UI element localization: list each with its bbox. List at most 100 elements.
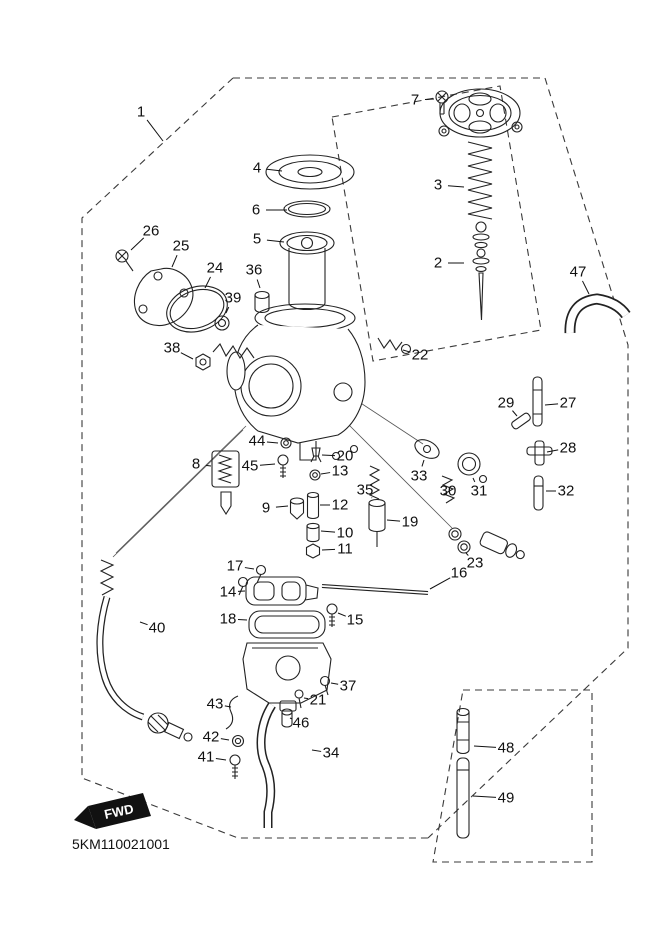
callout-13: 13 [332, 463, 349, 480]
callout-47: 47 [570, 264, 587, 281]
hose-joint-48 [456, 707, 470, 755]
throttle-cable [96, 559, 193, 742]
callout-33: 33 [411, 468, 428, 485]
leader-line-48 [473, 745, 497, 748]
callout-19: 19 [402, 514, 419, 531]
pipe-27 [532, 376, 543, 427]
valve-seat [414, 439, 440, 459]
callout-16: 16 [451, 565, 468, 582]
leader-line-10 [320, 530, 336, 533]
callout-15: 15 [347, 612, 364, 629]
callout-5: 5 [253, 231, 261, 248]
leader-line-1 [146, 119, 164, 142]
leader-line-42 [220, 738, 230, 741]
leader-line-17 [244, 567, 255, 570]
callout-7: 7 [411, 92, 419, 109]
callout-1: 1 [137, 104, 145, 121]
leader-line-21 [303, 697, 309, 700]
callout-41: 41 [198, 749, 215, 766]
bowl-screw-37 [319, 675, 331, 696]
callout-31: 31 [471, 483, 488, 500]
seal-oring [166, 285, 228, 333]
leader-line-5 [266, 239, 285, 243]
callout-39: 39 [225, 290, 242, 307]
hose-32 [533, 475, 544, 511]
leader-line-49 [472, 795, 497, 798]
flange-bolt [214, 315, 230, 331]
leader-line-41 [215, 757, 227, 761]
leader-line-31 [472, 477, 476, 483]
cover-screw [435, 90, 449, 115]
leader-line-36 [256, 279, 261, 289]
joint-pipe-29 [511, 412, 531, 430]
starter-plunger [368, 498, 386, 547]
callout-24: 24 [207, 260, 224, 277]
pipe-joint-46 [281, 708, 293, 728]
jet-nut [305, 543, 321, 559]
leader-line-34 [311, 749, 322, 752]
washer-13 [309, 469, 321, 481]
hose-49 [456, 757, 470, 839]
fwd-marker: FWD [74, 793, 151, 829]
callout-35: 35 [357, 482, 374, 499]
callout-17: 17 [227, 558, 244, 575]
part-code: 5KM110021001 [72, 836, 170, 852]
screw-45 [277, 454, 289, 478]
washer-44 [280, 437, 292, 449]
needle-valve [310, 447, 322, 463]
fwd-label: FWD [103, 801, 135, 822]
float-pin [321, 584, 429, 595]
callout-25: 25 [173, 238, 190, 255]
callout-12: 12 [332, 497, 349, 514]
leader-line-29 [512, 410, 518, 417]
leader-line-26 [130, 237, 145, 251]
callout-4: 4 [253, 160, 261, 177]
leader-line-39 [225, 306, 230, 314]
tee-joint [526, 440, 553, 466]
parts-art [96, 88, 631, 839]
leader-line-45 [259, 463, 276, 466]
jet-needle-set [472, 221, 490, 321]
float [245, 576, 319, 606]
callout-30: 30 [440, 483, 457, 500]
mount-gasket [133, 267, 194, 327]
pilot-screw-set [211, 450, 240, 516]
callout-20: 20 [337, 448, 354, 465]
leader-line-38 [180, 352, 194, 360]
callout-layer: 1234567891011121314151617181920212223242… [130, 92, 590, 807]
callout-26: 26 [143, 223, 160, 240]
carburetor-body [212, 303, 366, 461]
callout-44: 44 [249, 433, 266, 450]
spring-30 [441, 475, 456, 504]
leader-line-19 [386, 519, 401, 522]
leader-line-9 [275, 505, 289, 508]
leader-line-37 [330, 682, 339, 685]
leader-line-22 [402, 349, 411, 353]
leader-line-13 [320, 472, 331, 475]
callout-32: 32 [558, 483, 575, 500]
bracket-clip [225, 695, 239, 730]
callout-2: 2 [434, 255, 442, 272]
screw-41 [229, 754, 241, 779]
overflow-hose [256, 702, 276, 828]
callout-9: 9 [262, 500, 270, 517]
main-jet [306, 522, 320, 543]
leader-line-28 [546, 449, 559, 453]
callout-10: 10 [337, 525, 354, 542]
callout-14: 14 [220, 584, 237, 601]
leader-line-46 [289, 717, 293, 720]
callout-42: 42 [203, 729, 220, 746]
callout-29: 29 [498, 395, 515, 412]
round-cover [457, 452, 488, 484]
callout-36: 36 [246, 262, 263, 279]
callout-48: 48 [498, 740, 515, 757]
leader-line-25 [171, 254, 178, 268]
leader-line-20 [321, 454, 336, 457]
callout-27: 27 [560, 395, 577, 412]
lock-nut [195, 353, 211, 371]
callout-38: 38 [164, 340, 181, 357]
orings-23 [448, 527, 471, 554]
screw-15 [326, 603, 338, 627]
leader-line-24 [204, 276, 211, 289]
